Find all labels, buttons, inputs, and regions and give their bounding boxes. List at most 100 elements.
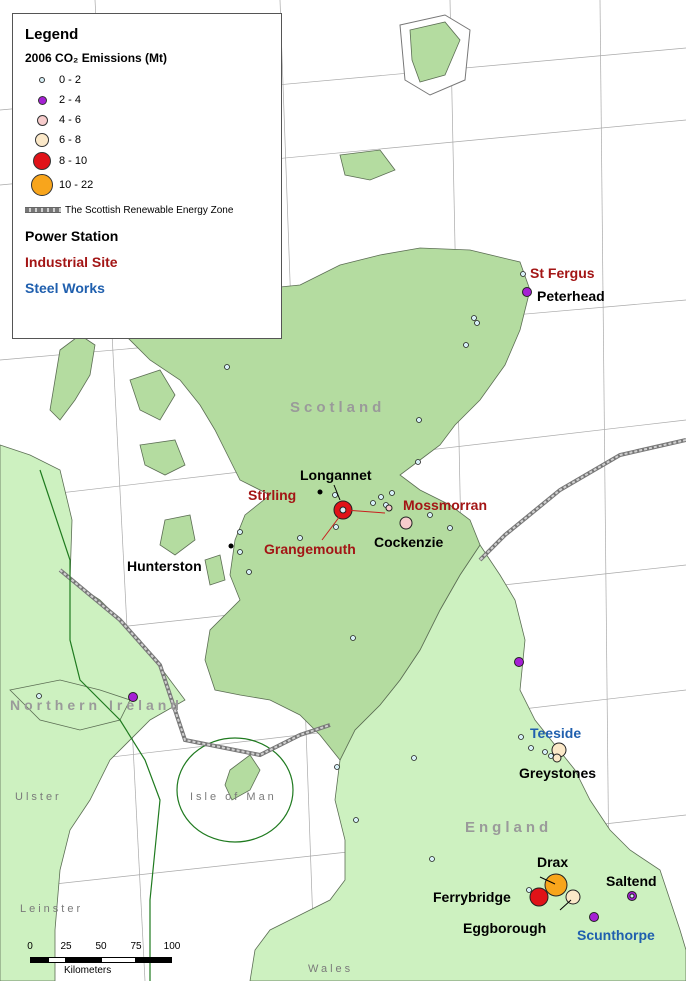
site-marker [297,535,303,541]
ni-marker [128,692,138,702]
scale-segment [30,957,48,963]
territorial-boundary [39,469,161,981]
label-st-fergus: St Fergus [530,265,595,281]
legend-power-station: Power Station [25,228,119,244]
greystones-marker [552,753,562,763]
label-mossmorran: Mossmorran [403,497,487,513]
region-label-northern-ireland: Northern Ireland [10,697,183,713]
cockenzie-marker [399,516,413,530]
label-greystones: Greystones [519,765,596,781]
arran [204,554,226,586]
hunterston-dot [228,543,234,549]
site-marker [415,459,421,465]
site-marker [350,635,356,641]
scale-tick: 100 [163,941,181,952]
site-marker [526,887,532,893]
mull [139,439,186,476]
drax-marker [544,873,568,897]
legend-class-3: 6 - 8 [25,130,281,150]
site-marker [542,749,548,755]
legend-dot-2-4 [37,95,47,105]
site-marker [416,417,422,423]
legend-class-1: 2 - 4 [25,90,281,110]
legend-zone-line [25,207,61,213]
site-marker [427,512,433,518]
site-marker [224,364,230,370]
legend-steel-works: Steel Works [25,280,105,296]
leader-lines [321,509,386,541]
ferrybridge-marker [529,887,549,907]
scunthorpe-marker [589,912,599,922]
scale-tick: 75 [130,941,142,952]
scale-tick: 50 [95,941,107,952]
site-marker [447,525,453,531]
eggborough-marker [565,889,581,905]
label-eggborough: Eggborough [463,920,546,936]
site-marker [333,524,339,530]
outer-hebrides [49,334,96,421]
region-label-england: England [465,819,552,836]
legend-class-2: 4 - 6 [25,110,281,130]
ireland-coast-detail [9,679,131,731]
scale-segment [101,957,136,963]
label-saltend: Saltend [606,873,657,889]
legend: Legend 2006 CO₂ Emissions (Mt) 0 - 2 2 -… [12,13,282,339]
label-hunterston: Hunterston [127,558,202,574]
tyneside-marker [514,657,524,667]
scale-tick: 25 [60,941,72,952]
site-marker [528,745,534,751]
scale-bar: 0 25 50 75 100 Kilometers [24,941,184,981]
scale-segment [136,957,172,963]
site-marker [332,492,338,498]
site-marker [237,529,243,535]
legend-emissions-heading: 2006 CO₂ Emissions (Mt) [25,51,168,65]
legend-dot-10-22 [31,174,53,196]
legend-class-4: 8 - 10 [25,150,281,172]
site-marker [246,569,252,575]
isle-of-man-zone [176,737,294,843]
peterhead-marker [522,287,532,297]
region-label-leinster: Leinster [20,903,83,915]
legend-class-0: 0 - 2 [25,70,281,90]
site-marker [334,764,340,770]
site-marker [429,856,435,862]
label-scunthorpe: Scunthorpe [577,927,655,943]
islay [159,514,196,556]
legend-title: Legend [25,26,79,43]
legend-dot-4-6 [36,114,48,126]
skye [129,369,176,421]
site-marker [471,315,477,321]
scale-segment [66,957,101,963]
legend-class-5: 10 - 22 [25,172,281,198]
longannet-dot [317,489,323,495]
label-teeside: Teeside [530,725,581,741]
scale-tick: 0 [27,941,33,952]
legend-zone: The Scottish Renewable Energy Zone [25,200,281,220]
renewable-zone-line [58,438,686,758]
leader-lines-black [333,484,572,911]
orkney [339,149,396,181]
small-sites [36,271,554,893]
site-marker [36,693,42,699]
site-marker [370,500,376,506]
site-marker [237,549,243,555]
legend-dot-8-10 [33,152,51,170]
region-label-isle-of-man: Isle of Man [190,791,277,803]
label-longannet: Longannet [300,467,372,483]
power-station-dots [228,489,323,549]
saltend-inner-marker [629,893,635,899]
site-marker [389,490,395,496]
label-cockenzie: Cockenzie [374,534,443,550]
legend-dot-0-2 [39,77,45,83]
scale-units: Kilometers [64,965,112,976]
label-grangemouth: Grangemouth [264,541,356,557]
mossmorran-marker [385,504,393,512]
site-marker [378,494,384,500]
scotland-landmass [99,247,531,761]
site-marker [353,817,359,823]
region-label-wales: Wales [308,963,353,975]
site-marker [463,342,469,348]
emission-markers [128,287,637,922]
label-ferrybridge: Ferrybridge [433,889,511,905]
